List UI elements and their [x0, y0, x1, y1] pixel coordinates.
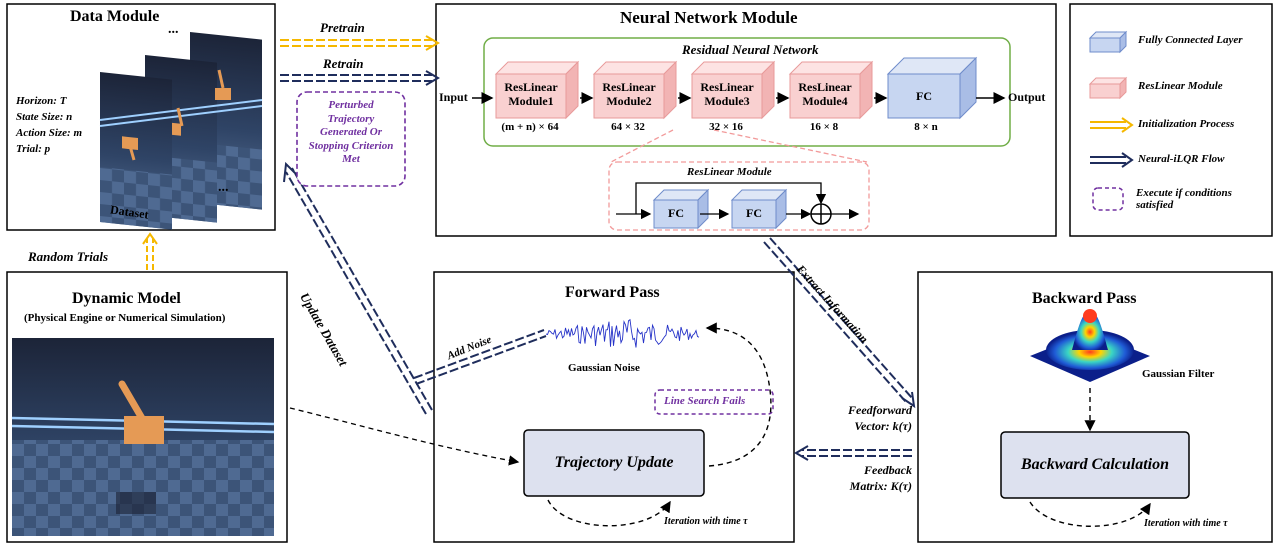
condition-label: Perturbed Trajectory Generated Or Stoppi…	[308, 99, 394, 165]
trial-label: Trial: p	[16, 143, 51, 155]
gaussian-noise-icon	[545, 318, 700, 348]
legend-navy-arrow-icon	[1090, 152, 1134, 168]
detail-fc-2-label: FC	[746, 206, 762, 220]
data-module-title: Data Module	[70, 8, 160, 25]
legend-fc-label: Fully Connected Layer	[1138, 34, 1243, 46]
reslinear-module-2-dim: 64 × 32	[611, 121, 645, 133]
sum-operator-icon	[810, 203, 832, 225]
random-trials-label: Random Trials	[28, 249, 109, 264]
reslinear-module-3-block	[690, 60, 776, 120]
legend-init-label: Initialization Process	[1138, 118, 1235, 130]
condition-box	[296, 91, 406, 187]
gaussian-noise-label: Gaussian Noise	[568, 362, 640, 374]
line-search-label: Line Search Fails	[664, 395, 746, 407]
update-dataset-arrow	[283, 161, 433, 415]
legend-condition-label: Execute if conditions satisfied	[1136, 187, 1232, 211]
fc-output-block	[886, 56, 978, 120]
retrain-label: Retrain	[323, 56, 364, 71]
legend-purple-box-icon	[1092, 187, 1124, 211]
stack-dots-bottom: ...	[218, 180, 229, 195]
forward-pass-title: Forward Pass	[565, 284, 660, 301]
reslinear-detail-frame	[608, 161, 870, 231]
trajectory-update-label: Trajectory Update	[554, 454, 674, 471]
random-trials-arrow	[142, 232, 158, 270]
add-noise-link	[413, 329, 547, 385]
model-to-trajectory-arrow	[289, 407, 520, 466]
stack-dots-top: ...	[168, 22, 179, 37]
legend-res-cube-icon	[1088, 76, 1128, 100]
extract-information-arrow	[763, 237, 916, 409]
legend-yellow-arrow-icon	[1090, 117, 1134, 133]
legend-fc-cube-icon	[1088, 30, 1128, 54]
pretrain-arrow	[280, 35, 440, 51]
forward-iteration-arrow	[547, 499, 671, 527]
reslinear-module-4-block	[788, 60, 874, 120]
backward-calculation-label: Backward Calculation	[1020, 456, 1170, 473]
dynamic-model-subtitle: (Physical Engine or Numerical Simulation…	[24, 312, 226, 324]
nn-module-title: Neural Network Module	[620, 8, 798, 27]
feedback-arrow	[794, 445, 912, 461]
gaussian-filter-label: Gaussian Filter	[1142, 368, 1215, 380]
horizon-label: Horizon: T	[16, 95, 67, 107]
detail-fc-1-label: FC	[668, 206, 684, 220]
trajectory-update-box	[523, 429, 705, 497]
legend-flow-label: Neural-iLQR Flow	[1138, 153, 1225, 165]
detail-fc-2-block	[730, 188, 788, 230]
retrain-arrow	[280, 70, 440, 86]
reslinear-module-4-dim: 16 × 8	[809, 121, 839, 133]
dataset-stack-image	[99, 32, 263, 230]
backward-iteration-arrow	[1029, 501, 1151, 527]
gaussian-filter-icon	[1030, 309, 1150, 382]
backward-calculation-box	[1000, 431, 1190, 499]
feedback-label: Feedback Matrix: K(τ)	[849, 463, 912, 493]
input-label: Input	[439, 90, 468, 104]
state-size-label: State Size: n	[16, 111, 73, 123]
backward-pass-title: Backward Pass	[1032, 290, 1137, 307]
reslinear-module-1-block	[494, 60, 580, 120]
dynamic-model-title: Dynamic Model	[72, 290, 181, 307]
residual-network-title: Residual Neural Network	[682, 42, 819, 57]
backward-iteration-label: Iteration with time τ	[1144, 518, 1228, 529]
feedforward-label: Feedforward Vector: k(τ)	[848, 403, 912, 433]
reslinear-module-4-label: ResLinear Module4	[798, 80, 852, 108]
reslinear-module-1-label: ResLinear Module1	[504, 80, 558, 108]
forward-pass-box	[433, 271, 795, 543]
forward-iteration-label: Iteration with time τ	[664, 516, 748, 527]
pretrain-label: Pretrain	[320, 20, 365, 35]
legend-res-label: ResLinear Module	[1138, 80, 1223, 92]
reslinear-module-1-dim: (m + n) × 64	[501, 121, 559, 133]
detail-fc-1-block	[652, 188, 710, 230]
fc-output-label: FC	[916, 89, 932, 103]
action-size-label: Action Size: m	[16, 127, 83, 139]
line-search-box	[654, 389, 774, 415]
fc-output-dim: 8 × n	[914, 121, 938, 133]
reslinear-detail-title: ResLinear Module	[687, 166, 772, 178]
reslinear-module-2-label: ResLinear Module2	[602, 80, 656, 108]
line-search-loop-arrow	[705, 322, 772, 467]
reslinear-module-2-block	[592, 60, 678, 120]
dynamic-model-image	[11, 338, 275, 536]
reslinear-module-3-dim: 32 × 16	[709, 121, 743, 133]
output-label: Output	[1008, 90, 1046, 104]
reslinear-module-3-label: ResLinear Module3	[700, 80, 754, 108]
